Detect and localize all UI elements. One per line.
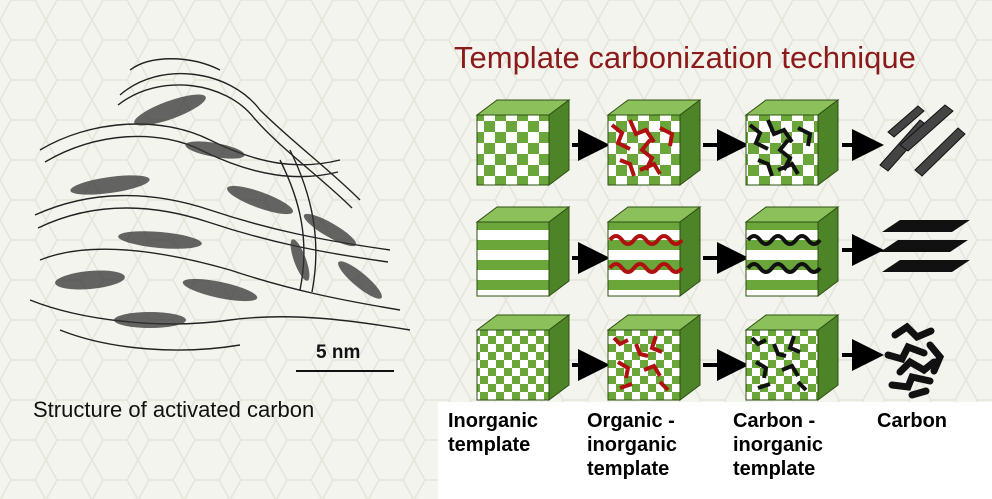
- column-label-line: inorganic: [587, 434, 678, 456]
- row-layers: [475, 206, 970, 297]
- column-label-line: template: [733, 458, 816, 480]
- cube-organic-inorganic-porous: [606, 314, 702, 401]
- cube-carbon-inorganic-porous: [744, 314, 840, 401]
- row-channels: [475, 99, 966, 186]
- column-label-line: Organic -: [587, 410, 675, 432]
- column-label-organic-inorganic-template: Organic - inorganic template: [587, 409, 737, 481]
- label-panel: [438, 402, 992, 499]
- cube-carbon-inorganic-layers: [744, 206, 840, 297]
- column-label-line: Carbon -: [733, 410, 816, 432]
- activated-carbon-illustration: [29, 58, 411, 351]
- scale-bar: [296, 370, 394, 372]
- activated-carbon-caption: Structure of activated carbon: [33, 397, 315, 422]
- column-label-line: template: [587, 458, 670, 480]
- row-porous: [475, 314, 945, 401]
- cube-inorganic-template-layers: [475, 206, 571, 297]
- carbon-porous-cluster: [884, 322, 945, 399]
- scale-bar-label: 5 nm: [316, 342, 361, 363]
- column-label-carbon: Carbon: [877, 409, 992, 433]
- carbon-sheets: [880, 220, 970, 272]
- cube-inorganic-template-channels: [475, 99, 571, 186]
- cube-organic-inorganic-layers: [606, 206, 702, 297]
- column-label-line: template: [448, 434, 531, 456]
- column-label-inorganic-template: Inorganic template: [448, 409, 598, 457]
- cube-inorganic-template-porous: [475, 314, 571, 401]
- cube-organic-inorganic-channels: [606, 99, 702, 186]
- diagram-title: Template carbonization technique: [454, 40, 916, 75]
- column-label-line: Inorganic: [448, 410, 539, 432]
- column-label-line: Carbon: [877, 410, 947, 432]
- column-label-carbon-inorganic-template: Carbon - inorganic template: [733, 409, 883, 481]
- carbon-rods: [879, 104, 966, 177]
- cube-carbon-inorganic-channels: [744, 99, 840, 186]
- column-label-line: inorganic: [733, 434, 824, 456]
